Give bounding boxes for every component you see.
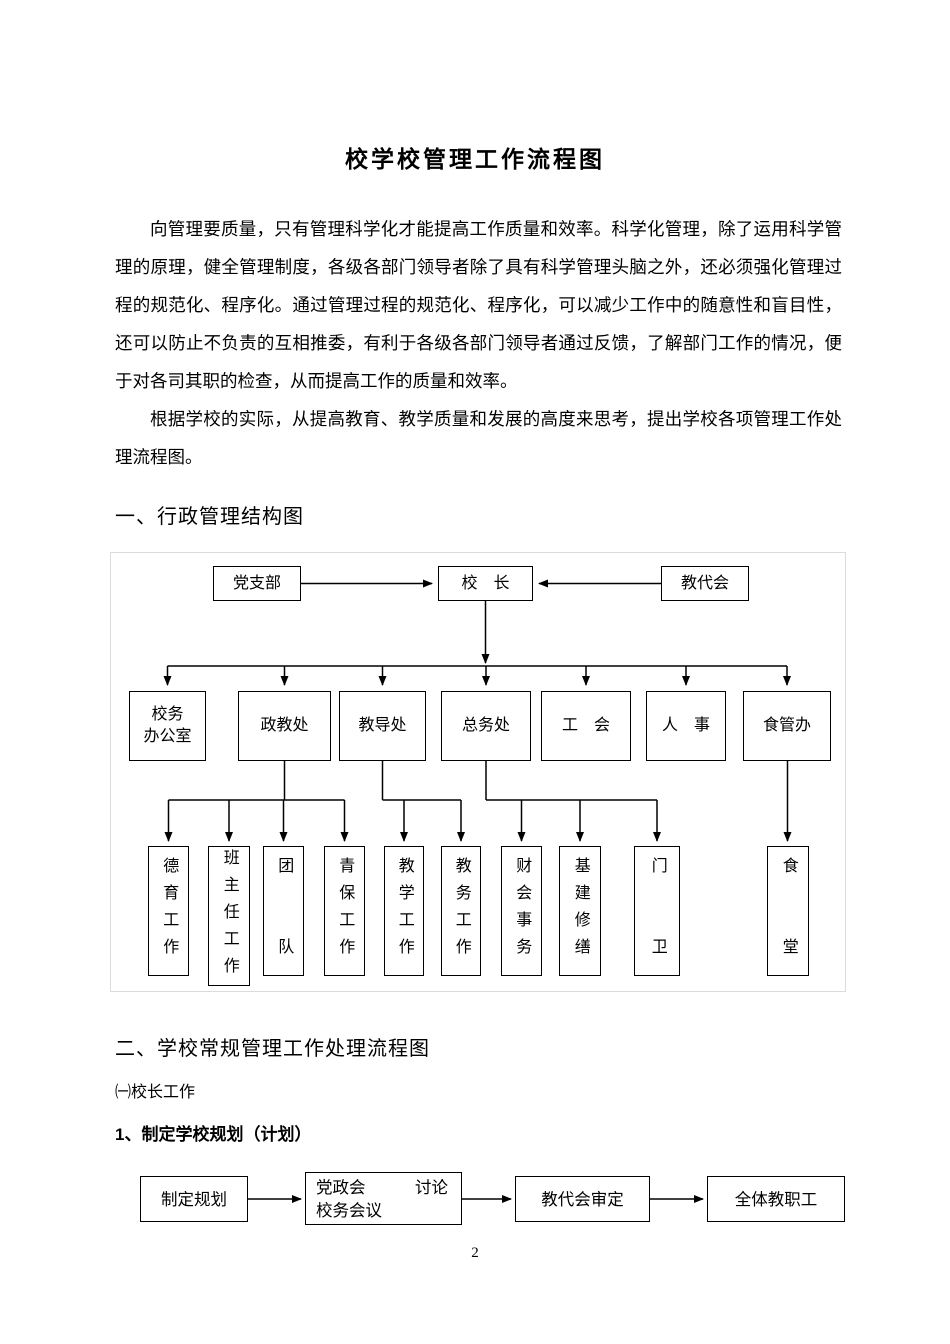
- page-number: 2: [471, 1245, 479, 1261]
- flow-step-all-staff: 全体教职工: [707, 1176, 845, 1222]
- org-box-teaching-guidance-office: 教导处: [339, 691, 426, 761]
- document-title: 校学校管理工作流程图: [345, 147, 605, 172]
- org-box-general-affairs-office: 总务处: [441, 691, 531, 761]
- flow-step-congress-review: 教代会审定: [515, 1176, 650, 1222]
- org-box-youth-protection-work: 青保工作: [324, 846, 365, 976]
- org-box-finance-affairs: 财会事务: [501, 846, 542, 976]
- org-box-youth-league: 团 队: [263, 846, 304, 976]
- flow-step-party-admin-discussion: 党政会 讨论 校务会议: [305, 1172, 462, 1225]
- org-box-personnel: 人 事: [646, 691, 726, 761]
- flow-step-make-plan: 制定规划: [140, 1176, 248, 1222]
- intro-paragraph-1: 向管理要质量，只有管理科学化才能提高工作质量和效率。科学化管理，除了运用科学管理…: [115, 219, 842, 391]
- org-box-teaching-work: 教学工作: [384, 846, 424, 976]
- org-chart: 党支部 校 长 教代会 校务 办公室 政教处 教导处 总务处 工 会 人 事 食…: [110, 552, 846, 992]
- org-box-principal: 校 长: [438, 566, 533, 601]
- org-box-labor-union: 工 会: [541, 691, 631, 761]
- org-box-canteen-office: 食管办: [743, 691, 831, 761]
- org-box-staff-congress: 教代会: [661, 566, 749, 601]
- org-box-class-teacher-work: 班主任工作: [208, 846, 250, 986]
- org-box-academic-affairs-work: 教务工作: [441, 846, 481, 976]
- org-box-construction-maintenance: 基建修缮: [559, 846, 601, 976]
- org-box-moral-education-work: 德育工作: [148, 846, 189, 976]
- section-1-heading: 一、行政管理结构图: [115, 506, 304, 528]
- section-2-sub-heading: ㈠校长工作: [115, 1084, 196, 1101]
- org-box-political-education-office: 政教处: [238, 691, 331, 761]
- org-chart-connectors: [163, 579, 792, 842]
- plan-item-heading: 1、制定学校规划（计划）: [115, 1125, 312, 1144]
- flow-connectors: [248, 1195, 704, 1203]
- intro-paragraph-2: 根据学校的实际，从提高教育、教学质量和发展的高度来思考，提出学校各项管理工作处理…: [115, 409, 842, 467]
- org-box-school-office: 校务 办公室: [129, 691, 206, 761]
- org-box-party-branch: 党支部: [213, 566, 301, 601]
- org-box-canteen: 食 堂: [767, 846, 809, 976]
- section-2-heading: 二、学校常规管理工作处理流程图: [115, 1038, 430, 1060]
- org-box-gatekeeper: 门 卫: [634, 846, 680, 976]
